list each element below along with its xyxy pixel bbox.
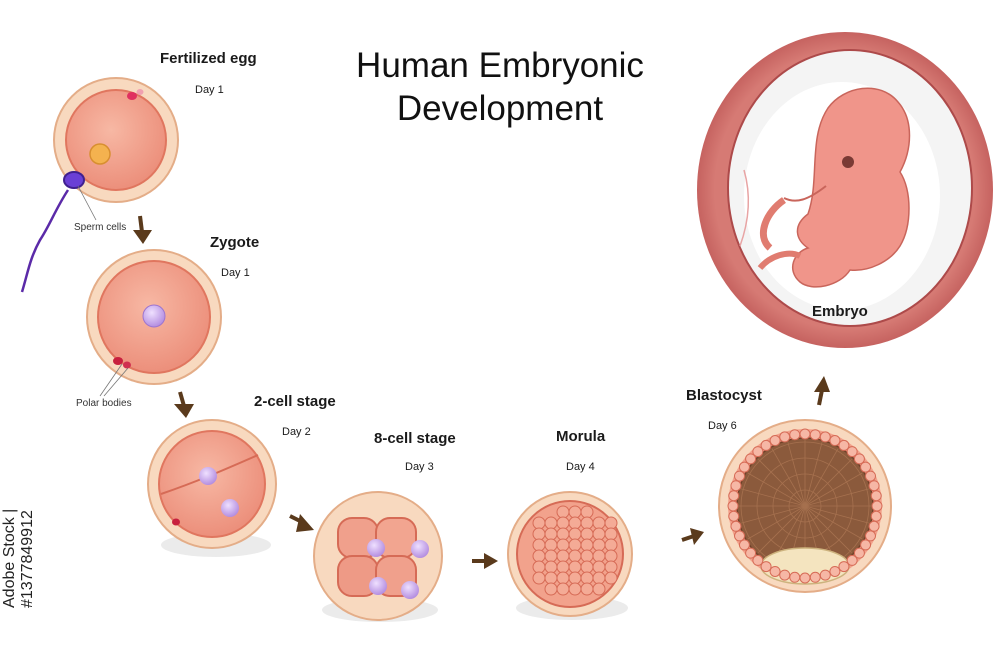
stage-name-blastocyst: Blastocyst xyxy=(686,387,762,404)
stage-name-two-cell: 2-cell stage xyxy=(254,393,336,410)
title-line-1: Human Embryonic xyxy=(356,46,644,85)
fertilized-egg-illustration xyxy=(53,77,179,203)
title-line-2: Development xyxy=(396,89,604,128)
eight-cell-stage-illustration xyxy=(313,491,443,622)
stage-name-morula: Morula xyxy=(556,428,606,445)
sperm-cell-illustration xyxy=(20,171,97,293)
blastocyst-illustration xyxy=(718,419,892,593)
arrow-right-icon xyxy=(289,514,314,532)
morula-illustration xyxy=(507,491,633,620)
stage-day-fertilized-egg: Day 1 xyxy=(195,84,224,96)
arrow-right-icon xyxy=(681,528,704,545)
annotation-sperm-cells: Sperm cells xyxy=(74,222,127,233)
stage-name-fertilized-egg: Fertilized egg xyxy=(160,50,257,67)
embryo-illustration xyxy=(697,32,993,348)
stage-day-two-cell: Day 2 xyxy=(282,426,311,438)
stage-name-zygote: Zygote xyxy=(210,234,260,251)
arrow-up-icon xyxy=(814,376,830,406)
stage-day-eight-cell: Day 3 xyxy=(405,461,434,473)
stage-name-embryo: Embryo xyxy=(812,303,868,320)
watermark-text: Adobe Stock | #1377849912 xyxy=(1,508,36,608)
page-title: Human Embryonic Development xyxy=(300,44,700,130)
stage-day-morula: Day 4 xyxy=(566,461,595,473)
stage-day-blastocyst: Day 6 xyxy=(708,420,737,432)
arrow-down-icon xyxy=(174,391,194,418)
stage-name-eight-cell: 8-cell stage xyxy=(374,430,456,447)
arrow-down-icon xyxy=(133,215,152,244)
zygote-illustration xyxy=(86,249,222,397)
stage-day-zygote: Day 1 xyxy=(221,267,250,279)
arrow-right-icon xyxy=(472,553,498,569)
annotation-polar-bodies: Polar bodies xyxy=(76,398,132,409)
two-cell-stage-illustration xyxy=(147,419,277,557)
